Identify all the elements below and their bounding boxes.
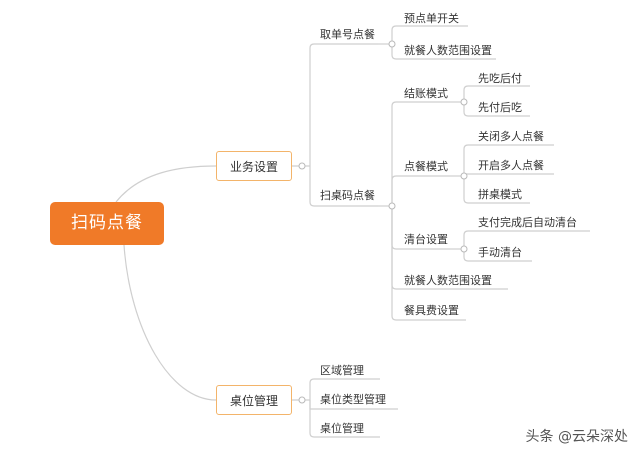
node-open-multi-order[interactable]: 开启多人点餐 — [478, 159, 544, 172]
node-table-management[interactable]: 桌位管理 — [216, 385, 292, 415]
root-node[interactable]: 扫码点餐 — [50, 202, 164, 245]
node-pickup-diners-range[interactable]: 就餐人数范围设置 — [404, 44, 492, 57]
node-share-table-mode[interactable]: 拼桌模式 — [478, 188, 522, 201]
node-pickup-order[interactable]: 取单号点餐 — [320, 28, 375, 41]
node-clear-table-settings[interactable]: 清台设置 — [404, 233, 448, 246]
node-table-management-leaf[interactable]: 桌位管理 — [320, 422, 364, 435]
watermark: 头条 @云朵深处 — [525, 429, 628, 445]
node-checkout-mode[interactable]: 结账模式 — [404, 87, 448, 100]
node-eat-first-pay-later[interactable]: 先吃后付 — [478, 72, 522, 85]
node-area-management[interactable]: 区域管理 — [320, 364, 364, 377]
node-manual-clear[interactable]: 手动清台 — [478, 246, 522, 259]
node-auto-clear-after-payment[interactable]: 支付完成后自动清台 — [478, 216, 577, 229]
node-tableware-fee[interactable]: 餐具费设置 — [404, 304, 459, 317]
node-table-type-management[interactable]: 桌位类型管理 — [320, 393, 386, 406]
node-close-multi-order[interactable]: 关闭多人点餐 — [478, 130, 544, 143]
node-table-scan-order[interactable]: 扫桌码点餐 — [320, 189, 375, 202]
node-order-mode[interactable]: 点餐模式 — [404, 160, 448, 173]
node-business-settings[interactable]: 业务设置 — [216, 151, 292, 181]
node-pay-first-eat-later[interactable]: 先付后吃 — [478, 101, 522, 114]
node-scan-diners-range[interactable]: 就餐人数范围设置 — [404, 274, 492, 287]
node-preorder-switch[interactable]: 预点单开关 — [404, 12, 459, 25]
